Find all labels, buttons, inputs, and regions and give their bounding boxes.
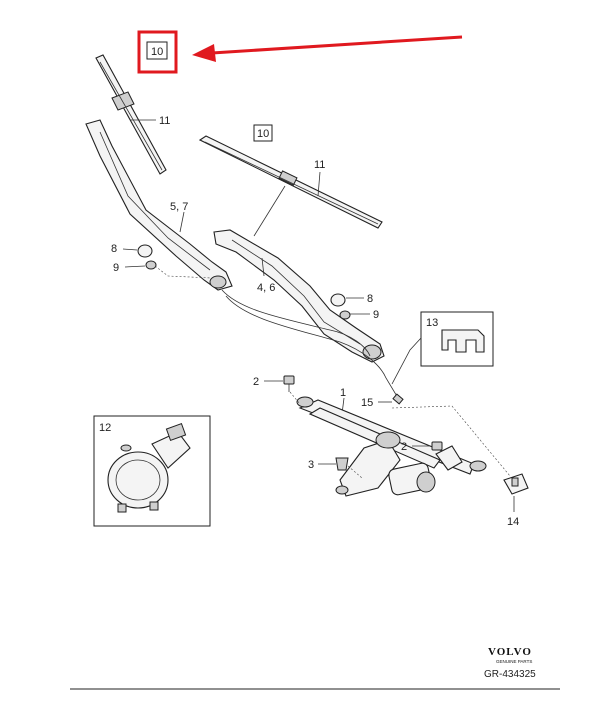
brand-name: VOLVO bbox=[488, 646, 532, 658]
wiper-blade-left bbox=[95, 54, 167, 175]
callout-14: 14 bbox=[507, 516, 519, 528]
dash-left-nut bbox=[154, 265, 213, 279]
callout-11-left: 11 bbox=[159, 115, 170, 127]
callout-11-right: 11 bbox=[314, 159, 325, 171]
highlight-annotation bbox=[137, 30, 463, 74]
harness-connector bbox=[392, 393, 404, 405]
callout-9-left: 9 bbox=[113, 262, 119, 274]
highlight-arrow-head bbox=[192, 44, 216, 62]
callout-8-left: 8 bbox=[111, 243, 117, 255]
brand-subtitle: GENUINE PARTS bbox=[496, 659, 532, 664]
connector bbox=[503, 473, 529, 495]
leader-11-right bbox=[317, 171, 321, 197]
dash-screw bbox=[347, 465, 363, 479]
callout-9-right: 9 bbox=[373, 309, 379, 321]
cap-left bbox=[137, 244, 153, 258]
callout-13: 13 bbox=[426, 317, 438, 329]
callout-box-10-top bbox=[146, 41, 168, 60]
nut-right bbox=[339, 310, 351, 320]
dash-to-connector bbox=[391, 405, 511, 477]
bolt-left bbox=[283, 375, 295, 392]
callout-5-7: 5, 7 bbox=[170, 201, 188, 213]
callout-15: 15 bbox=[361, 397, 373, 409]
bolt-right bbox=[431, 441, 443, 451]
rain-sensor bbox=[107, 422, 191, 513]
leader-9-left bbox=[124, 265, 146, 268]
callout-10-right: 10 bbox=[257, 128, 269, 140]
callout-box-10-right bbox=[253, 124, 273, 142]
callout-12: 12 bbox=[99, 422, 111, 434]
wiper-arm-right bbox=[213, 229, 385, 363]
callout-2-left: 2 bbox=[253, 376, 259, 388]
callout-10-top: 10 bbox=[151, 46, 163, 58]
wiper-blade-right bbox=[198, 135, 383, 229]
leader-blade-to-arm bbox=[253, 185, 286, 237]
leader-13 bbox=[391, 337, 422, 385]
nut-left bbox=[145, 260, 157, 270]
leader-8-left bbox=[122, 248, 138, 251]
callout-2-right: 2 bbox=[401, 441, 407, 453]
highlight-arrow-shaft bbox=[211, 35, 463, 55]
callout-1: 1 bbox=[340, 387, 346, 399]
wiper-linkage bbox=[296, 396, 487, 497]
highlight-box bbox=[137, 30, 178, 74]
cap-right bbox=[330, 293, 346, 307]
callout-3: 3 bbox=[308, 459, 314, 471]
wiper-arm-left bbox=[85, 119, 233, 291]
screw bbox=[335, 457, 349, 471]
leader-4-6 bbox=[261, 257, 265, 277]
callout-8-right: 8 bbox=[367, 293, 373, 305]
washer-hose bbox=[221, 289, 371, 357]
callout-4-6: 4, 6 bbox=[257, 282, 275, 294]
dash-bolt-left bbox=[289, 391, 301, 405]
washer-hose-2 bbox=[225, 295, 399, 399]
leader-5-7 bbox=[179, 211, 185, 233]
drawing-code: GR-434325 bbox=[484, 669, 536, 680]
harness-clip bbox=[441, 329, 485, 353]
